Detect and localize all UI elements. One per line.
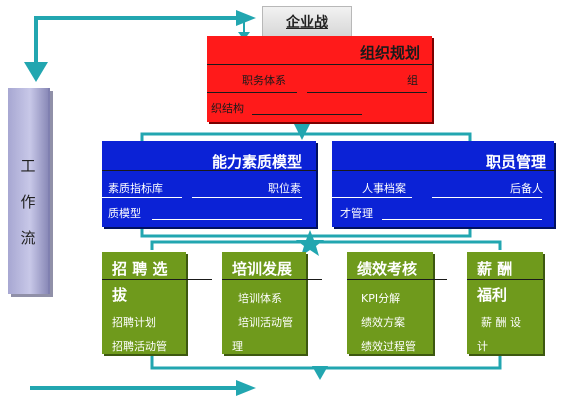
training-item: 培训活动管 xyxy=(238,316,293,329)
workflow-char: 流 xyxy=(20,229,36,247)
pay-item: 薪 酬 设 xyxy=(481,316,521,329)
bottom-right-arrow xyxy=(236,380,256,396)
recruitment-box: 招 聘 选 拔 招聘计划 招聘活动管 xyxy=(102,252,212,354)
training-box: 培训发展 培训体系 培训活动管 理 xyxy=(222,252,322,354)
recruit-item: 招聘活动管 xyxy=(112,340,167,353)
staff-management-box: 职员管理 人事档案 后备人 才管理 xyxy=(332,141,554,227)
org-title: 组织规划 xyxy=(359,44,420,62)
staff-item: 才管理 xyxy=(340,207,373,220)
workflow-char: 作 xyxy=(20,193,36,211)
star-connector xyxy=(296,230,324,256)
pay-title: 薪 酬 xyxy=(477,260,513,278)
pay-item: 计 xyxy=(477,340,488,353)
bottom-down-arrow xyxy=(312,366,328,380)
banner-title: 企业战 xyxy=(286,15,328,31)
training-item: 培训体系 xyxy=(238,292,282,305)
org-item: 织结构 xyxy=(211,102,244,115)
performance-item: 绩效方案 xyxy=(361,316,405,329)
top-right-arrow xyxy=(236,10,256,26)
performance-box: 绩效考核 KPI分解 绩效方案 绩效过程管 xyxy=(347,252,447,354)
training-item: 理 xyxy=(232,340,243,353)
performance-item: KPI分解 xyxy=(361,292,401,305)
workflow-bar: 工 作 流 xyxy=(8,88,50,294)
recruit-item: 招聘计划 xyxy=(112,316,156,329)
org-item: 组 xyxy=(407,74,418,87)
competency-item: 素质指标库 xyxy=(108,182,163,195)
top-loop-line xyxy=(34,16,240,62)
org-item: 职务体系 xyxy=(242,74,286,87)
performance-item: 绩效过程管 xyxy=(361,340,416,353)
workflow-char: 工 xyxy=(20,157,36,175)
recruit-title-2: 拔 xyxy=(112,286,128,304)
competency-item: 质模型 xyxy=(108,207,141,220)
performance-title: 绩效考核 xyxy=(357,260,418,278)
training-title: 培训发展 xyxy=(232,260,293,278)
staff-item: 后备人 xyxy=(510,182,543,195)
recruit-title: 招 聘 选 xyxy=(112,260,168,278)
competency-item: 职位素 xyxy=(268,182,301,195)
left-down-arrow xyxy=(24,62,48,82)
red-blue-arrow xyxy=(294,124,310,140)
competency-box: 能力素质模型 素质指标库 职位素 质模型 xyxy=(102,141,316,227)
strategy-banner: 企业战 xyxy=(262,6,352,38)
compensation-box: 薪 酬 福利 薪 酬 设 计 xyxy=(467,252,543,354)
staff-title: 职员管理 xyxy=(485,153,546,171)
competency-title: 能力素质模型 xyxy=(211,153,302,171)
staff-item: 人事档案 xyxy=(362,182,406,195)
org-planning-box: 组织规划 职务体系 组 织结构 xyxy=(207,36,432,122)
pay-title-2: 福利 xyxy=(477,286,508,304)
